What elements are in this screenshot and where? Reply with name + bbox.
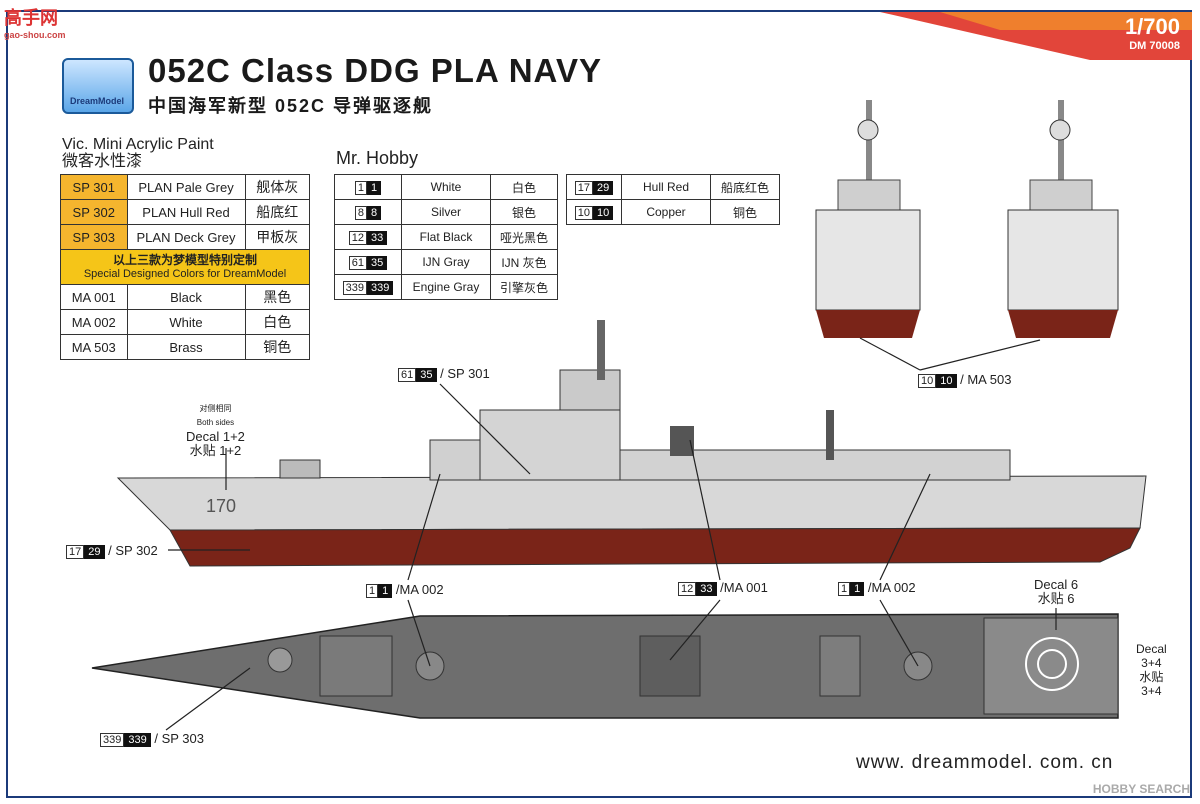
paint-code: SP 303 (60, 224, 128, 250)
top-view (91, 613, 1119, 719)
brand-logo (62, 58, 134, 114)
paint-name-cn: 铜色 (710, 199, 780, 225)
hobby-search-mark: HOBBY SEARCH (1092, 782, 1190, 796)
paint-name-cn: 白色 (490, 174, 558, 200)
paint-name: Copper (621, 199, 711, 225)
paint-name: Hull Red (621, 174, 711, 200)
paint-code: MA 503 (60, 334, 128, 360)
decal-6-en: Decal 6 (1034, 577, 1079, 592)
paint-code: SP 302 (60, 199, 128, 225)
decal-6-cn: 水贴 6 (1037, 591, 1075, 606)
scale-badge: 1/700 DM 70008 (1125, 14, 1180, 52)
paint-name-cn: 船底红色 (710, 174, 780, 200)
paint-name-cn: 舰体灰 (244, 174, 311, 200)
paint-code: MA 001 (60, 284, 128, 310)
decal-6-label: Decal 6 水贴 6 (1034, 578, 1078, 606)
scale-value: 1/700 (1124, 14, 1180, 39)
website-url: www. dreammodel. com. cn (856, 752, 1114, 773)
table-row: SP 302 PLAN Hull Red 船底红 (60, 199, 311, 225)
table-row: SP 301 PLAN Pale Grey 舰体灰 (60, 174, 311, 200)
table-row: MA 002 White 白色 (60, 309, 311, 335)
leader-lines (165, 337, 1057, 731)
page-frame (6, 10, 1192, 798)
paint-name-cn: 白色 (244, 309, 311, 335)
paint-name: IJN Gray (401, 249, 491, 275)
special-colors-note: 以上三款为梦模型特别定制 Special Designed Colors for… (60, 249, 310, 285)
vic-paint-table: SP 301 PLAN Pale Grey 舰体灰 SP 302 PLAN Hu… (60, 174, 311, 360)
rear-view (1007, 100, 1119, 338)
paint-name-cn: IJN 灰色 (490, 249, 558, 275)
paint-name-cn: 船底红 (244, 199, 311, 225)
vic-heading: Vic. Mini Acrylic Paint 微客水性漆 (62, 136, 214, 170)
decal-both-sides-cn: 对侧相同 (199, 404, 232, 413)
front-view (815, 100, 921, 338)
table-row: 以上三款为梦模型特别定制 Special Designed Colors for… (60, 249, 310, 285)
paint-name-cn: 哑光黑色 (490, 224, 558, 250)
paint-name: White (401, 174, 491, 200)
page-subtitle-cn: 中国海军新型 052C 导弹驱逐舰 (148, 96, 434, 116)
paint-name: Flat Black (401, 224, 491, 250)
paint-name-cn: 甲板灰 (244, 224, 311, 250)
vic-heading-cn: 微客水性漆 (62, 153, 143, 170)
decal-both-sides-en: Both sides (196, 418, 235, 427)
paint-name: PLAN Hull Red (126, 199, 246, 225)
brand-logo-text: DreamModel (69, 96, 124, 106)
paint-name: Silver (401, 199, 491, 225)
watermark-url: gao-shou.com (4, 30, 66, 40)
paint-name: Engine Gray (401, 274, 491, 300)
decal-1-2-cn: 水贴 1+2 (189, 443, 242, 458)
mrhobby-heading: Mr. Hobby (336, 148, 419, 168)
paint-name: Black (126, 284, 246, 310)
watermark-name: 高手网 (4, 8, 58, 28)
special-note-cn: 以上三款为梦模型特别定制 (112, 253, 257, 267)
decal-1-2-en: Decal 1+2 (186, 429, 245, 444)
paint-name: Brass (126, 334, 246, 360)
paint-name-cn: 铜色 (244, 334, 311, 360)
table-row: MA 001 Black 黑色 (60, 284, 311, 310)
paint-code: SP 301 (60, 174, 128, 200)
paint-name-cn: 黑色 (244, 284, 311, 310)
corner-ribbon-accent (940, 12, 1192, 30)
special-note-en: Special Designed Colors for DreamModel (83, 268, 287, 280)
paint-name-cn: 银色 (490, 199, 558, 225)
paint-name-cn: 引擎灰色 (490, 274, 558, 300)
paint-name: PLAN Pale Grey (126, 174, 246, 200)
product-code: DM 70008 (1129, 40, 1180, 52)
decal-3-4-label: Decal 3+4 水贴 3+4 (1136, 642, 1167, 698)
vic-heading-en: Vic. Mini Acrylic Paint (62, 136, 214, 153)
paint-name: White (126, 309, 246, 335)
hull-number-side: 170 (206, 496, 236, 516)
paint-code: MA 002 (60, 309, 128, 335)
table-row: SP 303 PLAN Deck Grey 甲板灰 (60, 224, 311, 250)
watermark-logo: 高手网 gao-shou.com (4, 4, 66, 40)
paint-name: PLAN Deck Grey (126, 224, 246, 250)
table-row: MA 503 Brass 铜色 (60, 334, 311, 360)
page-title: 052C Class DDG PLA NAVY (148, 52, 602, 89)
decal-1-2-label: 对侧相同 Both sides Decal 1+2 水贴 1+2 (186, 402, 245, 458)
